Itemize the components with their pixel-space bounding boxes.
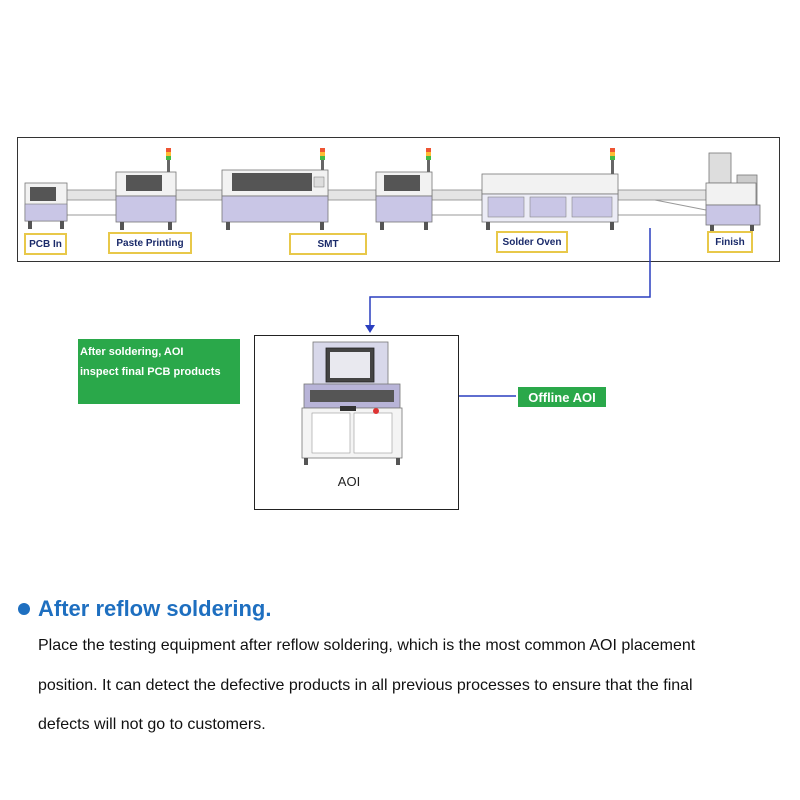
stage-label-pcb-in: PCB In	[24, 233, 67, 255]
note-line-2: inspect final PCB products	[80, 366, 221, 378]
paste-printer-machine	[115, 148, 177, 230]
paragraph-line-1: Place the testing equipment after reflow…	[38, 637, 696, 654]
stage-label-finish: Finish	[707, 231, 753, 253]
note-line-1: After soldering, AOI	[80, 346, 184, 358]
paragraph-line-3: defects will not go to customers.	[38, 716, 266, 733]
stage-label-smt: SMT	[289, 233, 367, 255]
offline-aoi-label: Offline AOI	[518, 387, 606, 407]
stage-label-solder-oven: Solder Oven	[496, 231, 568, 253]
note-box: After soldering, AOI inspect final PCB p…	[78, 339, 240, 404]
solder-oven-machine	[481, 148, 619, 230]
bullet-icon	[18, 603, 30, 615]
mounter-machine	[375, 148, 433, 230]
flow-arrow	[365, 228, 651, 333]
aoi-label: AOI	[337, 474, 361, 489]
smt-machine	[221, 148, 329, 230]
stage-label-paste-printing: Paste Printing	[108, 232, 192, 254]
pcb-in-machine	[24, 182, 68, 229]
finish-machine	[705, 152, 761, 231]
paragraph-line-2: position. It can detect the defective pr…	[38, 677, 693, 694]
section-heading: After reflow soldering.	[38, 596, 272, 621]
